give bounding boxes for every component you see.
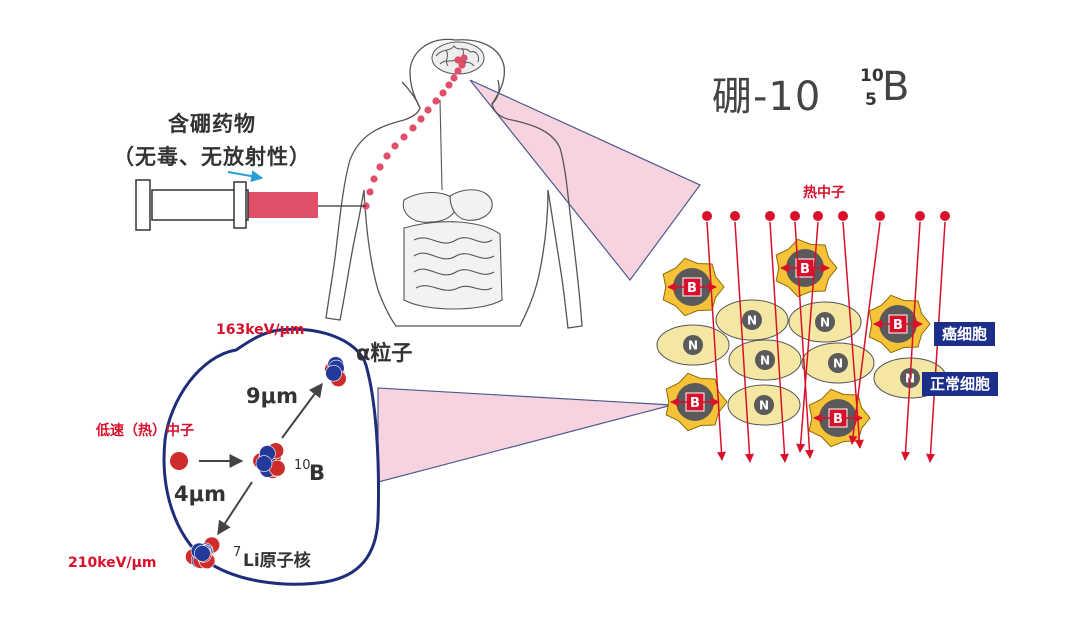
- normal-cell-marker: N: [833, 357, 843, 371]
- neutron-beam: [842, 221, 864, 449]
- neutron-beam: [769, 221, 789, 463]
- drug-dot: [409, 124, 417, 132]
- li-mass-label: 7: [233, 545, 242, 560]
- drug-dot: [460, 54, 468, 62]
- li-track-arrow: [217, 481, 253, 536]
- cancer-cell-marker: B: [800, 262, 810, 277]
- neutron-particle: [325, 364, 342, 382]
- drug-subtitle: （无毒、无放射性）: [113, 145, 311, 169]
- isotope-mass-number: 10: [860, 66, 884, 86]
- isotope-symbol: B: [882, 64, 910, 110]
- neutron-beam: [706, 221, 726, 461]
- thermal-neutron-label: 热中子: [803, 185, 845, 201]
- neutron-dot: [875, 211, 885, 221]
- normal-cell-marker: N: [747, 314, 757, 328]
- neutron-beam: [734, 221, 754, 463]
- alpha-particle-nucleus: [324, 356, 347, 388]
- alpha-let-label: 163keV/μm: [216, 322, 305, 338]
- neutron-dot: [790, 211, 800, 221]
- cancer-cell-marker: B: [833, 412, 843, 427]
- drug-dot: [445, 81, 453, 89]
- drug-dot: [432, 97, 440, 105]
- syringe-drug: [248, 192, 318, 218]
- neutron-dot: [702, 211, 712, 221]
- syringe: [135, 170, 366, 231]
- brain-zoom-wedge: [469, 79, 701, 281]
- drug-dot: [454, 67, 462, 75]
- neutron-dot: [838, 211, 848, 221]
- neutron-beam: [796, 221, 819, 453]
- li-nucleus-label: Li原子核: [243, 551, 311, 571]
- normal-cell-tag: 正常细胞: [922, 372, 999, 396]
- slow-neutron-label: 低速（热）中子: [96, 423, 194, 439]
- normal-cell-nucleus: [683, 335, 703, 355]
- normal-cell-nucleus: [754, 395, 774, 415]
- drug-dot: [391, 142, 399, 150]
- lithium-7-nucleus: [185, 536, 221, 570]
- boron-symbol-label: B: [309, 461, 326, 485]
- slow-neutron-particle: [170, 452, 188, 470]
- neutron-particle: [194, 545, 211, 562]
- neutron-beam: [794, 221, 814, 459]
- alpha-track-arrow: [281, 382, 323, 439]
- normal-cell-nucleus: [742, 310, 762, 330]
- neutron-dot: [940, 211, 950, 221]
- drug-dot: [383, 152, 391, 160]
- reaction-zoom-wedge: [377, 387, 673, 483]
- drug-dot: [454, 56, 462, 64]
- boron-10-nucleus: [252, 442, 286, 479]
- normal-cell-marker: N: [760, 354, 770, 368]
- normal-cell-nucleus: [815, 312, 835, 332]
- neutron-dot: [730, 211, 740, 221]
- drug-dot: [400, 133, 408, 141]
- cancer-cell-marker: B: [893, 318, 903, 333]
- neutron-beam: [901, 221, 921, 461]
- cell-cluster: NNNNNNNBBBBB: [656, 238, 947, 448]
- drug-dot: [370, 175, 378, 183]
- human-body-outline: [325, 38, 583, 329]
- drug-dot: [450, 74, 458, 82]
- drug-dotted-path: [362, 54, 468, 210]
- li-range-label: 4μm: [174, 482, 226, 506]
- isotope-atomic-number: 5: [865, 90, 877, 110]
- drug-dot: [439, 89, 447, 97]
- digestive-organs: [402, 99, 503, 310]
- alpha-particle-label: α粒子: [356, 341, 413, 365]
- cancer-cell-tag: 癌细胞: [934, 322, 996, 346]
- neutron-dot: [915, 211, 925, 221]
- drug-title: 含硼药物: [168, 112, 256, 136]
- drug-dot: [424, 106, 432, 114]
- li-let-label: 210keV/μm: [68, 555, 157, 571]
- drug-dot: [366, 188, 374, 196]
- normal-cell-marker: N: [759, 399, 769, 413]
- normal-cell-marker: N: [820, 316, 830, 330]
- cancer-cell-marker: B: [690, 396, 700, 411]
- neutron-beam: [848, 221, 881, 445]
- drug-dot: [376, 163, 384, 171]
- drug-dot: [458, 61, 466, 69]
- normal-cell-marker: N: [688, 339, 698, 353]
- boron-mass-label: 10: [294, 458, 311, 473]
- normal-cell-nucleus: [755, 350, 775, 370]
- isotope-name: 硼-10: [712, 74, 822, 120]
- cancer-cell-marker: B: [687, 281, 697, 296]
- neutron-dot: [813, 211, 823, 221]
- alpha-range-label: 9μm: [246, 384, 298, 408]
- neutron-dot: [765, 211, 775, 221]
- normal-cell-nucleus: [828, 353, 848, 373]
- reaction-region-outline: [162, 327, 380, 586]
- drug-dot: [417, 115, 425, 123]
- neutron-particle: [255, 455, 273, 472]
